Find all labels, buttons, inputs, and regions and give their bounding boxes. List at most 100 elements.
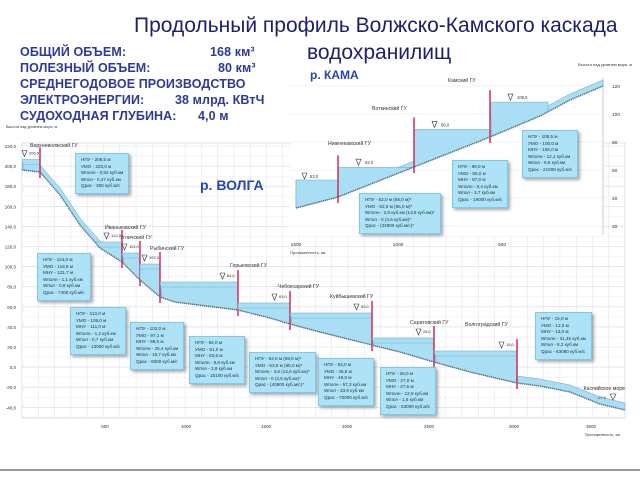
water-level-icon: [415, 328, 422, 336]
info-line: Wполн - 57,3 куб.км: [324, 381, 367, 387]
info-line: Wпол - 1,8 куб.км: [386, 397, 424, 403]
info-line: МНУ - 87,0 м: [458, 177, 486, 183]
info-line: НПУ - 102,0 м: [136, 326, 166, 331]
stat-energy: ЭЛЕКТРОЭНЕРГИИ:38 млрд. КВтЧ: [20, 93, 264, 107]
info-line: Qрас - 21000 куб.м/с: [528, 166, 573, 172]
water-level-label: 206,5: [29, 151, 40, 156]
kama-river-label: р. КАМА: [310, 68, 359, 82]
water-level-label: 53,0: [310, 174, 319, 179]
info-line: МНУ - 111,0 м: [76, 324, 106, 330]
stat-label: ЭЛЕКТРОЭНЕРГИИ:: [20, 93, 145, 107]
water-level-icon: [353, 303, 360, 311]
x-tick-label: 500: [101, 424, 109, 429]
y-tick-label: 60: [612, 168, 618, 174]
info-line: Qрас - 7400 куб.м/с: [43, 289, 85, 295]
dam-name-label: Нижнекамский ГУ: [328, 140, 372, 147]
y-tick-label: 80: [612, 140, 618, 146]
info-line: УМО - 63,0 м (65,0 м)*: [255, 362, 303, 368]
info-line: НПУ - 124,0 м: [43, 257, 73, 262]
info-line: МНУ - 99,5 м: [136, 339, 164, 345]
water-level-label: 113,0: [129, 244, 139, 249]
water-level-icon: [103, 232, 110, 240]
water-level-icon: [355, 158, 362, 166]
water-level-label: 89,0: [441, 122, 450, 127]
y-tick-label: 20,0: [7, 345, 16, 350]
info-line: Wпол - 0 (4,6 куб.км)*: [365, 216, 411, 222]
x-tick-label: 2000: [342, 424, 353, 429]
dam-name-label: Чебоксарский ГУ: [278, 283, 320, 290]
dam-name-label: Воткинский ГУ: [372, 105, 408, 112]
y-axis-label: Высота над уровнем моря, м: [578, 62, 632, 67]
water-level-icon: [21, 150, 28, 158]
water-level-label: 124,0: [111, 233, 122, 238]
dam-name-label: Куйбышевский ГУ: [330, 293, 374, 300]
water-level-label: 53,0: [361, 304, 370, 309]
info-line: НПУ - 28,0 м: [386, 371, 413, 376]
info-line: УМО - 85,0 м: [458, 170, 486, 176]
info-line: НПУ - 62,0 м (68,0 м)*: [365, 197, 412, 202]
info-line: Wполн - 8,8 куб.км: [195, 359, 235, 365]
y-tick-label: 120,0: [5, 245, 17, 250]
info-line: Qрас - 13000 куб.м/с: [76, 343, 121, 349]
water-level-icon: [271, 293, 278, 301]
info-line: Wпол - 0,8 куб.км: [43, 283, 81, 289]
y-axis-label: Высота над уровнем моря, м: [6, 125, 57, 129]
info-line: Wполн - 25,4 куб.км: [136, 345, 179, 351]
y-tick-label: 0,0: [10, 365, 17, 370]
y-tick-label: 40,0: [7, 325, 16, 330]
sea-level-label: -27,0: [597, 395, 607, 400]
info-line: Qрас - 53000 куб.м/с: [386, 403, 431, 409]
info-line: Wпол - 33,9 куб.км: [324, 388, 364, 394]
y-tick-label: 20: [612, 224, 618, 230]
y-tick-label: 100,0: [5, 265, 17, 270]
info-line: Wпол - 3,9 куб.км: [195, 366, 233, 372]
x-tick-label: 500: [498, 242, 506, 248]
x-axis-label: Протяженность, км: [290, 250, 326, 255]
info-line: Wпол - 8,2 куб.км: [541, 342, 579, 348]
info-line: УМО - 119,5 м: [43, 263, 73, 269]
info-line: НПУ - 113,0 м: [76, 311, 106, 316]
water-level-icon: [141, 254, 148, 262]
info-line: Qрас - (40800 куб.м/с)*: [255, 382, 305, 388]
stat-label: СРЕДНЕГОДОВОЕ ПРОИЗВОДСТВО: [20, 77, 246, 91]
info-line: Wполн - 4,6 (12,6 куб.км)*: [255, 369, 310, 375]
x-tick-label: 1000: [393, 242, 404, 248]
y-tick-label: 40: [612, 196, 618, 202]
stat-value: 4,0 м: [198, 109, 229, 123]
info-line: НПУ - 63,0 м (68,0 м)*: [255, 356, 302, 361]
info-line: УМО - 45,5 м: [324, 368, 352, 374]
info-line: УМО - 62,0 м (66,0 м)*: [365, 203, 413, 209]
info-line: Wпол - 0,7 куб.км: [76, 337, 114, 343]
dam-name-label: Угличский ГУ: [120, 234, 152, 241]
info-line: Qрас - 19000 куб.м/с: [458, 196, 503, 202]
stat-total-volume: ОБЩИЙ ОБЪЕМ:168 км³: [20, 45, 255, 59]
y-tick-label: -40,0: [6, 405, 17, 410]
volga-river-label: р. ВОЛГА: [200, 177, 264, 193]
water-level-label: 62,0: [365, 160, 374, 165]
page-title-line2: водохранилищ: [307, 41, 452, 64]
info-line: МНУ - 121,7 м: [43, 270, 74, 276]
y-tick-label: 100: [612, 112, 620, 118]
info-line: Wполн - 12,2 куб.км: [528, 153, 571, 159]
y-tick-label: 220,0: [5, 144, 17, 149]
info-line: НПУ - 206,5 м: [81, 157, 111, 162]
dam-info-box: НПУ - 63,0 м (68,0 м)*УМО - 63,0 м (65,0…: [249, 352, 316, 393]
info-line: НПУ - 15,0 м: [541, 316, 568, 321]
reservoir-water: [289, 312, 373, 346]
stat-production: СРЕДНЕГОДОВОЕ ПРОИЗВОДСТВО: [20, 77, 246, 91]
y-tick-label: 200,0: [5, 164, 17, 169]
y-tick-label: 160,0: [5, 204, 17, 209]
info-line: Wполн - 2,8 куб.км (13,8 куб.км)*: [365, 210, 435, 216]
info-line: Qрас - 70000 куб.м/с: [324, 394, 369, 400]
info-line: НПУ - 89,0 м: [458, 164, 485, 169]
info-line: Wполн - 0,52 куб.км: [81, 170, 124, 176]
stat-label: ОБЩИЙ ОБЪЕМ:: [20, 45, 127, 59]
riverbed-line: [21, 169, 626, 411]
info-line: МНУ - 83,6 м: [195, 353, 223, 359]
